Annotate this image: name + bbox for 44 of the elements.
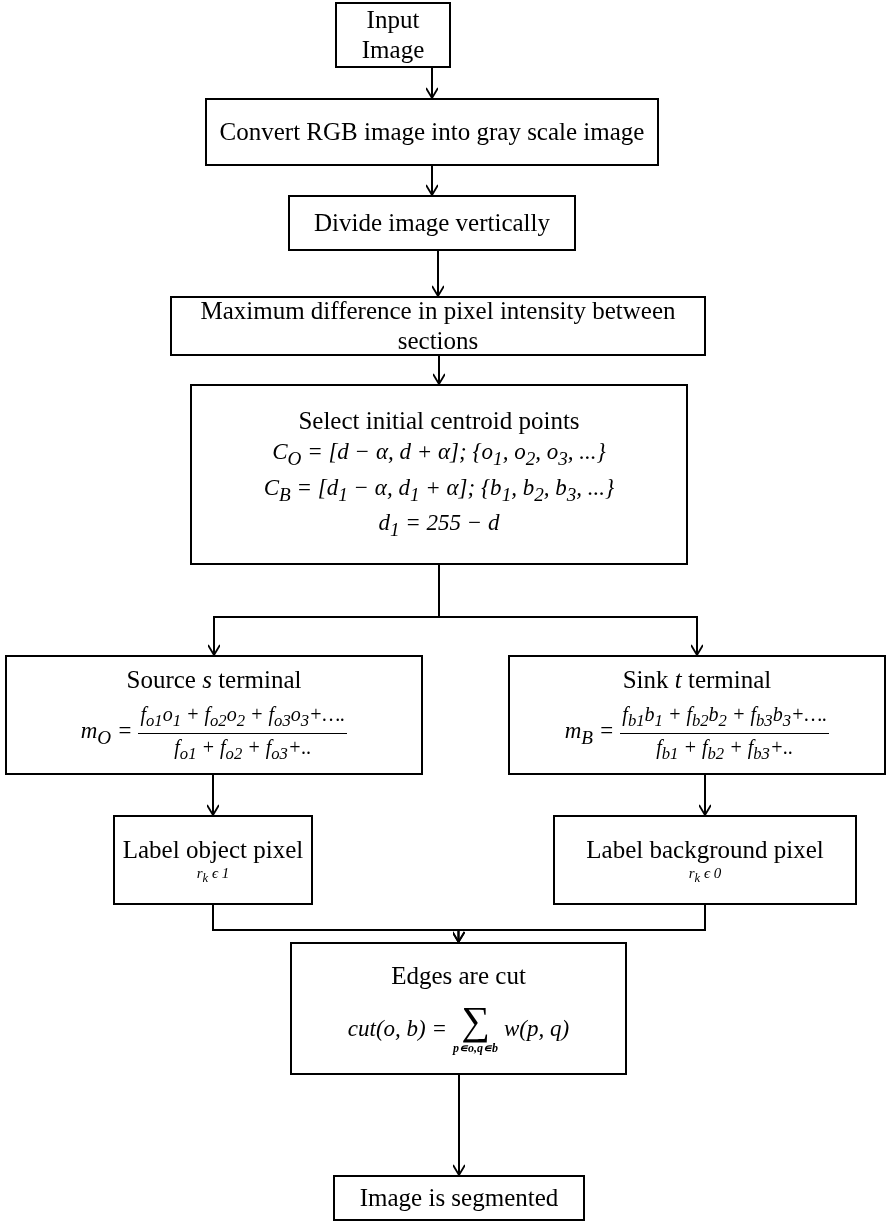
arrow [432,355,446,385]
denominator: f$_{b1}$ + f$_{b2}$ + f$_{b3}$+.. [656,734,794,765]
numerator: f$_{b1}$b$_{1}$ + f$_{b2}$b$_{2}$ + f$_{b3}$b$_{3}$+…. [620,701,830,734]
numerator: f$_{o1}$o$_{1}$ + f$_{o2}$o$_{2}$ + f$_{o3}$o$_{3}$+…. [138,701,348,734]
denominator: f$_{o1}$ + f$_{o2}$ + f$_{o3}$+.. [174,734,312,765]
arrow [451,904,706,943]
arrow [431,250,445,297]
arrow [425,165,439,196]
formula: w(p, q) [504,1014,570,1043]
step-title: Maximum difference in pixel intensity between sections [199,296,677,356]
formula: d$_{1}$ = 255 − d [378,509,500,542]
formula: C$_{B}$ = [d$_{1}$ − α, d$_{1}$ + α]; {b$_{1}$, b$_{2}$, b$_{3}$, ...} [263,473,615,507]
step-title: Input Image [360,5,426,65]
process-box [205,98,659,166]
arrow [206,774,220,816]
arrow [698,774,712,816]
process-box [335,2,451,68]
process-box [5,655,423,775]
arrow [452,1074,466,1176]
process-box [290,942,627,1075]
step-title: Image is segmented [359,1183,559,1213]
step-title: Divide image vertically [314,208,550,238]
step-title: Select initial centroid points [298,406,580,437]
process-box [288,195,576,251]
process-box [553,815,857,905]
arrow [438,564,704,656]
formula: r$_{k}$ ϵ 0 [688,864,722,886]
step-title: Sink t terminal [622,665,772,695]
process-box [190,384,688,565]
step-title: Convert RGB image into gray scale image [219,117,645,147]
step-title: Source s terminal [126,665,302,695]
process-box [113,815,313,905]
formula: r$_{k}$ ϵ 1 [196,864,230,886]
step-title: Edges are cut [391,961,526,991]
step-title: Label object pixel [122,834,304,865]
step-title: Label background pixel [586,834,824,865]
arrow [425,67,439,99]
formula: C$_{O}$ = [d − α, d + α]; {o$_{1}$, o$_{2}$, o$_{3}$, ...} [272,438,606,471]
process-box [333,1175,585,1221]
formula-label: m$_{O}$ = [80,717,133,750]
formula-label: cut(o, b) = [347,1014,447,1043]
process-box [508,655,886,775]
formula-label: m$_{B}$ = [564,717,615,750]
summation-symbol: ∑ [461,1001,490,1041]
